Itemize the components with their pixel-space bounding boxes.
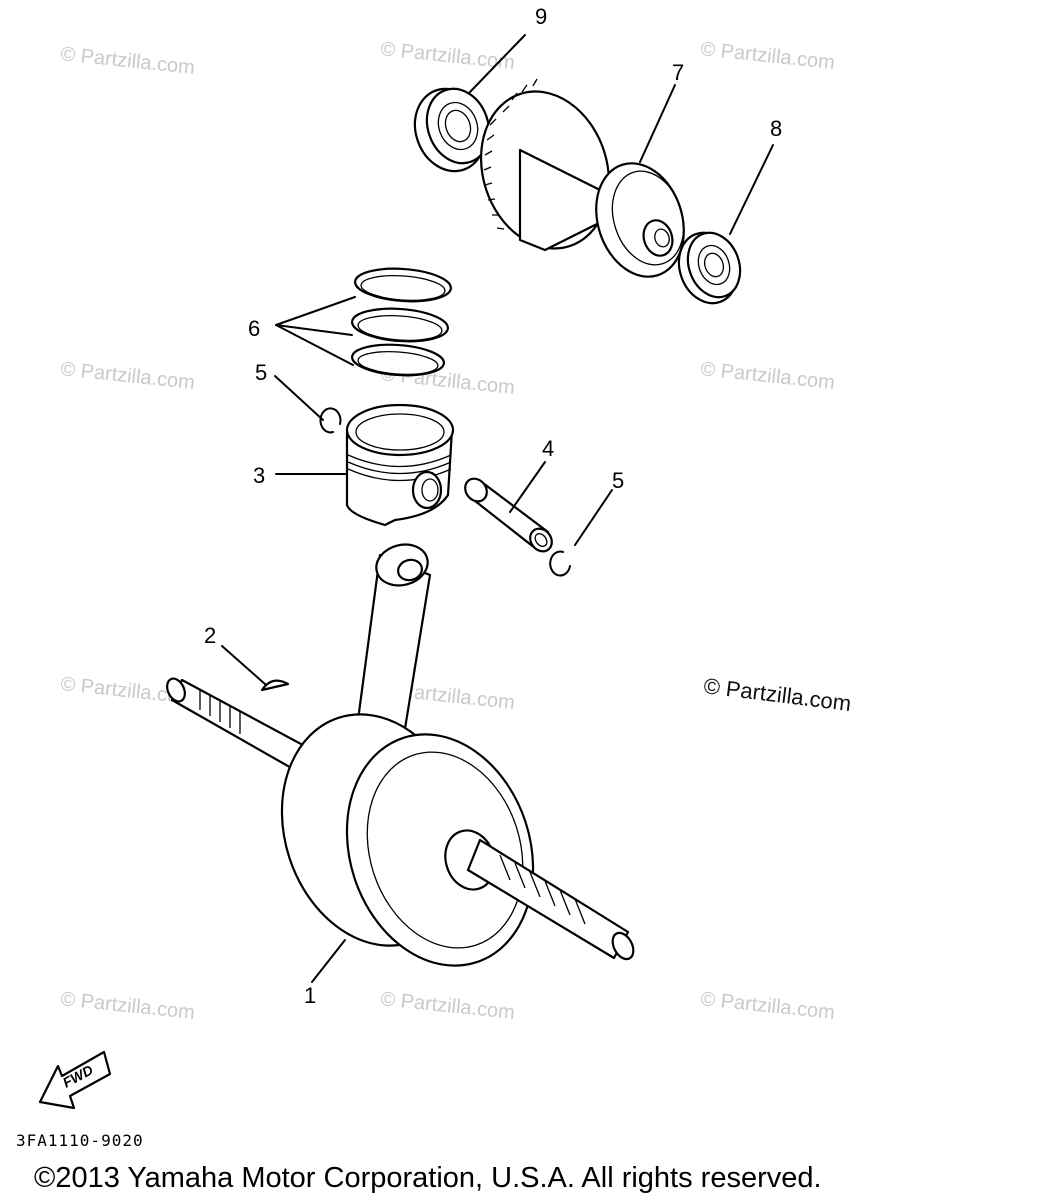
bearing-part-8[interactable] [669, 225, 748, 312]
callout-4: 4 [542, 436, 554, 461]
callout-7: 7 [672, 60, 684, 85]
fwd-arrow-icon: FWD [38, 1050, 112, 1110]
balancer-shaft-part-7[interactable] [461, 75, 698, 288]
copyright-notice: ©2013 Yamaha Motor Corporation, U.S.A. A… [34, 1162, 822, 1194]
callout-5b: 5 [612, 468, 624, 493]
leader-lines [221, 34, 774, 983]
callout-5a: 5 [255, 360, 267, 385]
partzilla-watermark: © Partzilla.com [702, 673, 852, 716]
piston-pin-part-4[interactable] [461, 474, 557, 555]
callout-8: 8 [770, 116, 782, 141]
bearing-part-9[interactable] [404, 79, 500, 181]
watermark: © Partzilla.com [699, 988, 835, 1024]
callout-2: 2 [204, 623, 216, 648]
callouts: 9 7 8 6 5 3 4 5 2 1 [204, 4, 782, 1008]
watermark: © Partzilla.com [59, 358, 195, 394]
watermark: © Partzilla.com [59, 43, 195, 79]
crankshaft-part-1[interactable] [164, 539, 638, 990]
piston-rings-part-6[interactable] [351, 266, 452, 378]
watermark: © Partzilla.com [59, 988, 195, 1024]
callout-1: 1 [304, 983, 316, 1008]
clip-part-5a[interactable] [319, 407, 342, 434]
callout-3: 3 [253, 463, 265, 488]
callout-9: 9 [535, 4, 547, 29]
watermark: © Partzilla.com [379, 38, 515, 74]
piston-part-3[interactable] [345, 403, 455, 527]
key-part-2[interactable] [260, 679, 290, 692]
watermark: © Partzilla.com [699, 358, 835, 394]
callout-6: 6 [248, 316, 260, 341]
clip-part-5b[interactable] [549, 550, 571, 577]
watermark: © Partzilla.com [379, 988, 515, 1024]
diagram-code: 3FA1110-9020 [16, 1131, 144, 1150]
watermark: © Partzilla.com [699, 38, 835, 74]
